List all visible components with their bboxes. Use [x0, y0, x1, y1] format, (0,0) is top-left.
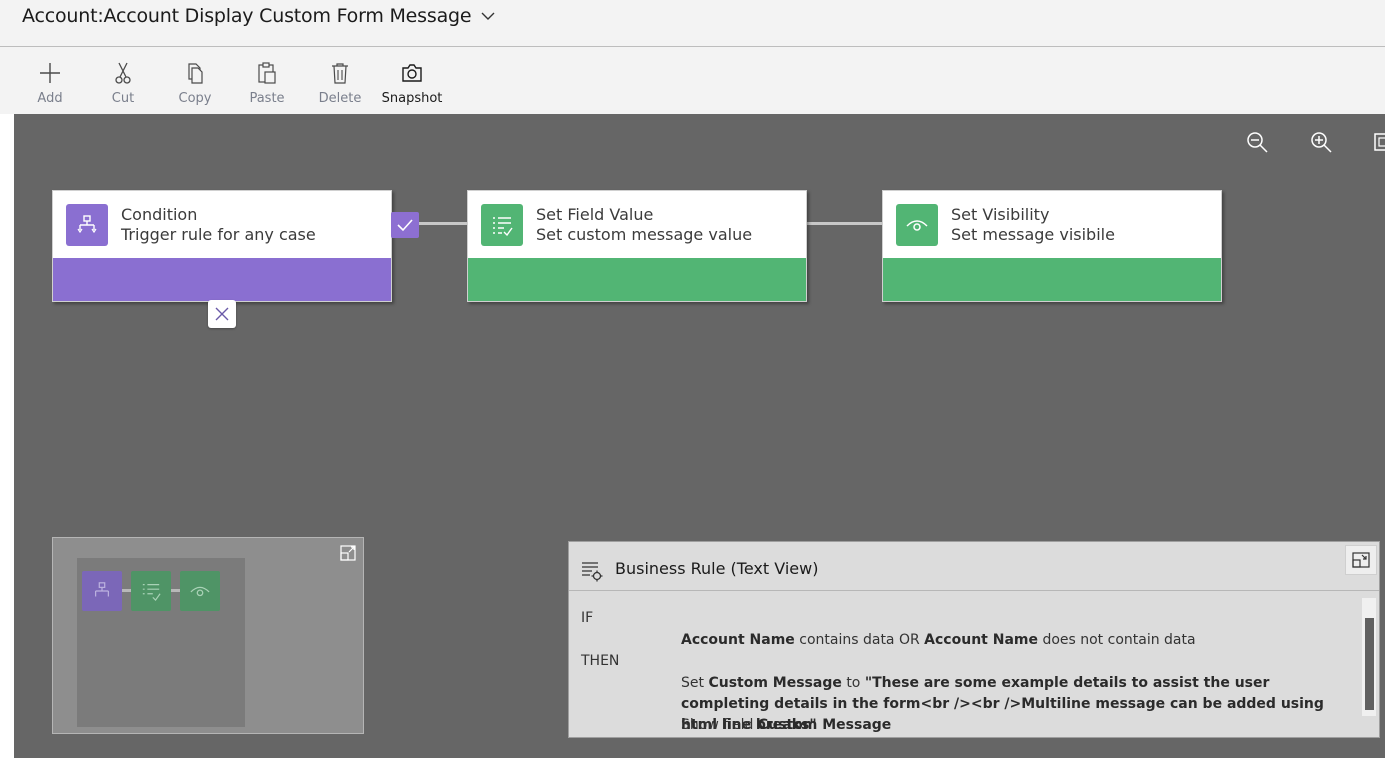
minimap-condition-node	[82, 571, 122, 611]
paste-icon	[255, 61, 279, 85]
delete-label: Delete	[304, 91, 376, 106]
paste-label: Paste	[231, 91, 303, 106]
collapse-panel-icon	[1352, 552, 1370, 568]
text-view-scrollbar[interactable]	[1362, 598, 1376, 716]
camera-icon	[400, 61, 424, 85]
page-header: Account:Account Display Custom Form Mess…	[0, 0, 1385, 47]
minimap-connector	[121, 589, 131, 592]
expand-minimap-icon[interactable]	[340, 545, 356, 561]
paste-button[interactable]: Paste	[231, 61, 303, 106]
command-toolbar: Add Cut Copy Paste Delete Snapshot	[0, 47, 1385, 114]
set-value-icon	[481, 204, 523, 246]
designer-canvas[interactable]: Condition Trigger rule for any case Set …	[14, 114, 1385, 758]
action-show-field-line: Show field Custom Message	[681, 715, 1351, 736]
eye-icon	[896, 204, 938, 246]
snapshot-label: Snapshot	[376, 91, 448, 106]
false-branch-badge[interactable]	[208, 300, 236, 328]
condition-flow-icon	[66, 204, 108, 246]
minimap-viewport[interactable]	[77, 558, 245, 727]
add-button[interactable]: Add	[14, 61, 86, 106]
minimap-visibility-node	[180, 571, 220, 611]
node-title: Set Visibility	[951, 205, 1049, 224]
add-label: Add	[14, 91, 86, 106]
text-view-panel: Business Rule (Text View) IF Account Nam…	[568, 541, 1380, 738]
delete-button[interactable]: Delete	[304, 61, 376, 106]
copy-label: Copy	[159, 91, 231, 106]
close-icon	[215, 307, 229, 321]
scissors-icon	[111, 61, 135, 85]
node-subtitle: Set message visibile	[951, 225, 1115, 244]
zoom-in-icon[interactable]	[1309, 130, 1333, 154]
plus-icon	[38, 61, 62, 85]
business-rule-icon	[581, 560, 603, 582]
checkmark-icon	[397, 218, 413, 232]
snapshot-button[interactable]: Snapshot	[376, 61, 448, 106]
scrollbar-thumb[interactable]	[1365, 618, 1374, 710]
condition-node[interactable]: Condition Trigger rule for any case	[52, 190, 392, 302]
minimap-set-field-node	[131, 571, 171, 611]
node-title: Set Field Value	[536, 205, 653, 224]
set-visibility-node[interactable]: Set Visibility Set message visibile	[882, 190, 1222, 302]
if-keyword: IF	[581, 608, 593, 629]
page-title: Account:Account Display Custom Form Mess…	[22, 5, 471, 27]
copy-icon	[183, 61, 207, 85]
text-view-header: Business Rule (Text View)	[569, 542, 1379, 591]
chevron-down-icon	[481, 9, 495, 23]
node-color-band	[53, 258, 391, 301]
collapse-panel-button[interactable]	[1345, 545, 1377, 575]
set-field-value-node[interactable]: Set Field Value Set custom message value	[467, 190, 807, 302]
cut-label: Cut	[87, 91, 159, 106]
zoom-out-icon[interactable]	[1245, 130, 1269, 154]
true-branch-badge[interactable]	[391, 212, 419, 238]
connector-line	[419, 222, 467, 225]
node-subtitle: Set custom message value	[536, 225, 752, 244]
rule-title-dropdown[interactable]: Account:Account Display Custom Form Mess…	[22, 5, 495, 27]
text-view-title: Business Rule (Text View)	[615, 559, 818, 578]
minimap[interactable]	[52, 537, 364, 734]
node-color-band	[883, 258, 1221, 301]
then-keyword: THEN	[581, 651, 619, 672]
node-color-band	[468, 258, 806, 301]
node-title: Condition	[121, 205, 197, 224]
cut-button[interactable]: Cut	[87, 61, 159, 106]
condition-line: Account Name contains data OR Account Na…	[681, 630, 1351, 651]
node-subtitle: Trigger rule for any case	[121, 225, 316, 244]
connector-line	[807, 222, 882, 225]
copy-button[interactable]: Copy	[159, 61, 231, 106]
trash-icon	[328, 61, 352, 85]
fit-to-screen-icon[interactable]	[1373, 130, 1385, 154]
